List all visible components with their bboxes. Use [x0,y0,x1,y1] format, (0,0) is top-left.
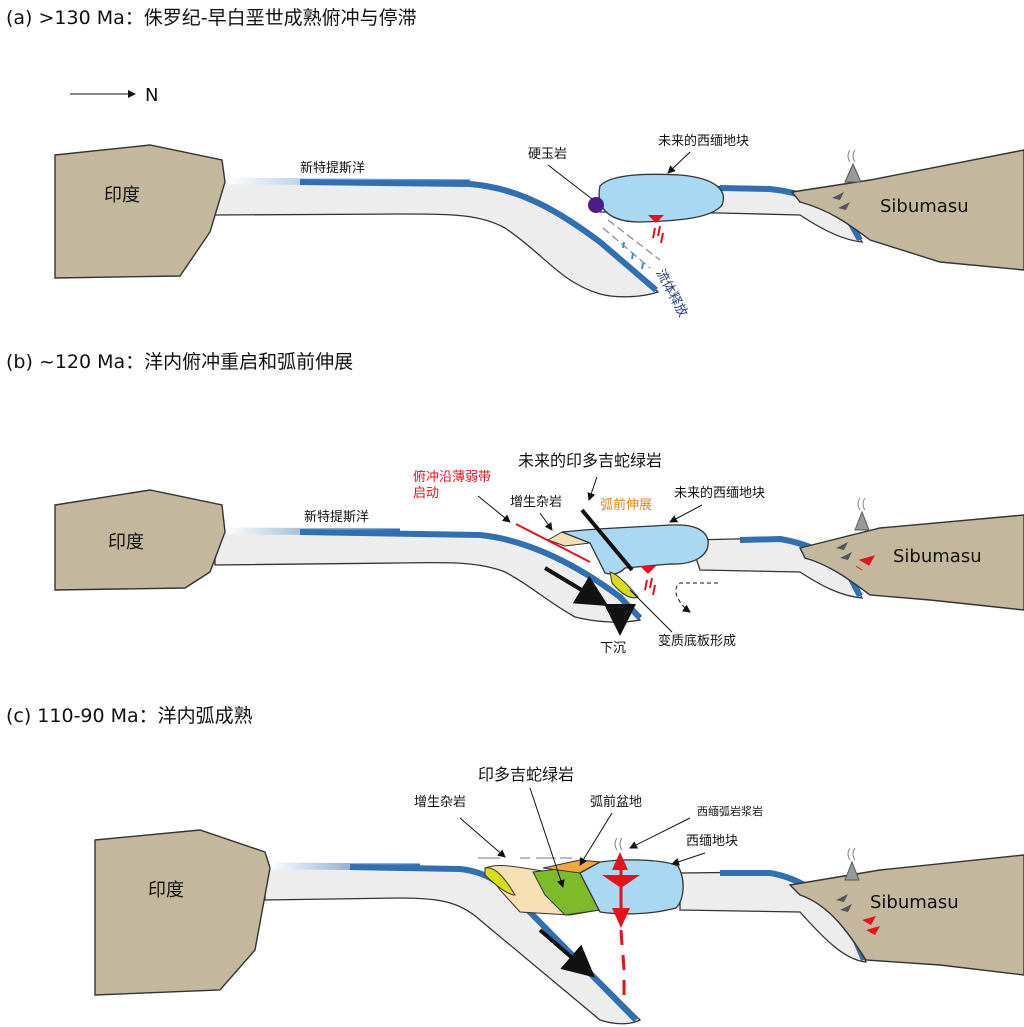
north-label: N [145,85,158,106]
panel-a-title: (a) >130 Ma：侏罗纪-早白垩世成熟俯冲与停滞 [6,7,417,29]
label-accretion: 增生杂岩 [414,795,466,810]
extension-fault [580,508,634,572]
india-block [54,144,226,279]
accretion-pointer [539,512,553,531]
metamorphic-sole [484,867,516,896]
volcano-icon [844,860,860,881]
ophiolite-pointer [587,476,598,501]
sibumasu-block [798,514,1024,611]
label-forearc-extension: 弧前伸展 [600,497,652,513]
jadeite-body [588,197,604,213]
magma-ascent-icon [644,577,656,596]
volcano-icon [854,510,870,531]
subduction-teeth-icon [836,894,852,912]
sole-pointer [629,589,673,633]
subduction-teeth-icon [832,192,850,210]
jadeite-pointer [547,164,593,200]
label-sibumasu: Sibumasu [893,546,982,567]
label-west-burma: 未来的西缅地块 [674,485,765,501]
west-burma-pointer [667,151,691,174]
magma-source-icon [640,566,656,574]
fluid-path-icon [602,219,661,269]
label-arc-magma: 西缅弧岩浆岩 [697,804,763,818]
initiation-pointer [477,495,511,523]
india-block [94,829,271,996]
label-india: 印度 [148,880,184,901]
magma-teeth-icon [862,916,880,935]
label-sole-formation: 变质底板形成 [658,633,736,649]
label-ophiolite-future: 未来的印多吉蛇绿岩 [518,451,662,470]
west-burma-future-block [561,524,709,575]
label-forearc-basin: 弧前盆地 [590,794,642,810]
sibumasu-block [788,854,1024,976]
forearc-basin-pointer [579,812,613,866]
label-sibumasu: Sibumasu [880,196,969,217]
label-india: 印度 [104,185,140,206]
panel-b: (b) ~120 Ma：洋内俯冲重启和弧前伸展 印度 新特提斯洋 俯冲沿薄弱带 … [6,351,1024,656]
label-fluid-release: 流体释放 [652,267,690,320]
west-burma-pointer [669,504,703,523]
accretion-pointer [459,817,506,858]
magma-source-icon [648,215,664,223]
label-ocean: 新特提斯洋 [304,509,369,525]
label-ophiolite: 印多吉蛇绿岩 [478,765,574,784]
label-west-burma: 西缅地块 [686,834,738,849]
label-india: 印度 [108,532,144,553]
oceanic-crust [299,179,658,293]
smoke-icon [847,149,856,163]
label-sibumasu: Sibumasu [870,892,959,913]
slab-motion-arrow [543,566,609,607]
ophiolite-pointer [529,787,565,888]
panel-c: (c) 110-90 Ma：洋内弧成熟 印度 印多吉蛇绿岩 增生杂岩 弧前盆地 … [6,705,1024,1025]
magma-ascent-dashes [619,929,626,995]
smoke-icon [614,837,623,851]
sibumasu-block [790,149,1024,271]
slab-motion-arrow [538,928,596,978]
label-jadeite: 硬玉岩 [528,147,567,162]
smoke-icon [847,847,856,861]
fluid-drops-icon [622,241,644,270]
india-block [54,489,226,591]
panel-c-title: (c) 110-90 Ma：洋内弧成熟 [6,705,253,727]
arc-magma-pointer [629,817,691,849]
label-west-burma: 未来的西缅地块 [658,133,749,149]
west-burma-block [579,859,684,915]
mantle-flow-arrow [675,582,718,613]
label-sinking: 下沉 [600,641,626,656]
oceanic-crust [299,529,643,621]
subduction-teeth-icon [836,542,852,560]
smoke-icon [857,497,866,511]
volcano-icon [844,162,862,183]
magma-ascent-icon [652,225,664,244]
panel-a: (a) >130 Ma：侏罗纪-早白垩世成熟俯冲与停滞 N 印度 新特提斯洋 硬… [6,7,1024,320]
west-burma-pointer [671,852,706,866]
label-accretion: 增生杂岩 [510,495,562,510]
weak-zone-line [515,523,591,563]
panel-b-title: (b) ~120 Ma：洋内俯冲重启和弧前伸展 [6,351,353,373]
label-ocean: 新特提斯洋 [300,160,365,176]
label-initiation-2: 启动 [413,486,439,501]
label-initiation-1: 俯冲沿薄弱带 [413,469,491,485]
magma-teeth-icon [855,555,876,571]
west-burma-future-block [598,173,724,223]
